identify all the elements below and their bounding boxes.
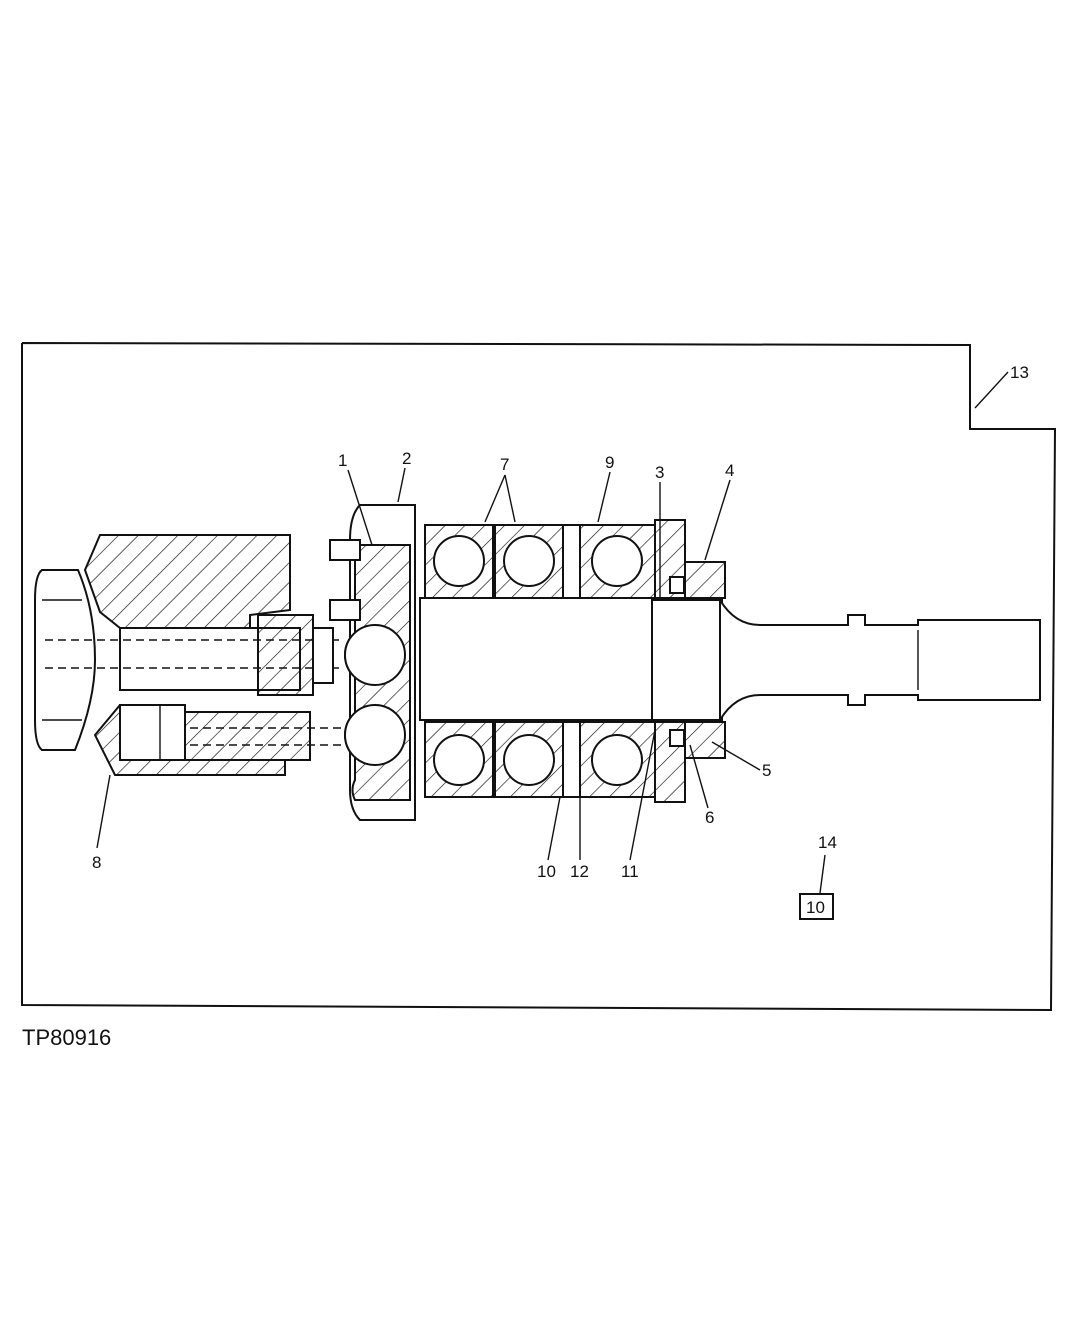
callout-8: 8 bbox=[92, 853, 101, 872]
callout-12: 12 bbox=[570, 862, 589, 881]
callout-14: 14 bbox=[818, 833, 837, 852]
callout-10: 10 bbox=[537, 862, 556, 881]
housing-upper bbox=[83, 534, 291, 629]
callout-9: 9 bbox=[605, 453, 614, 472]
bearing-row-lower bbox=[424, 721, 656, 798]
callout-6: 6 bbox=[705, 808, 714, 827]
leader-lines bbox=[96, 371, 1009, 894]
callout-5: 5 bbox=[762, 761, 771, 780]
boxed-label: 10 bbox=[806, 898, 825, 917]
callout-2: 2 bbox=[402, 449, 411, 468]
figure-frame bbox=[21, 342, 1057, 1012]
callout-1: 1 bbox=[338, 451, 347, 470]
output-shaft bbox=[719, 596, 1041, 724]
callout-3: 3 bbox=[655, 463, 664, 482]
handle-knob bbox=[34, 569, 97, 751]
figure-id: TP80916 bbox=[22, 1025, 111, 1050]
callout-13: 13 bbox=[1010, 363, 1029, 382]
boxed-label-frame bbox=[799, 893, 834, 920]
callout-4: 4 bbox=[725, 461, 734, 480]
callout-7: 7 bbox=[500, 455, 509, 474]
callout-11: 11 bbox=[621, 862, 639, 881]
bearing-row-upper bbox=[424, 524, 656, 599]
